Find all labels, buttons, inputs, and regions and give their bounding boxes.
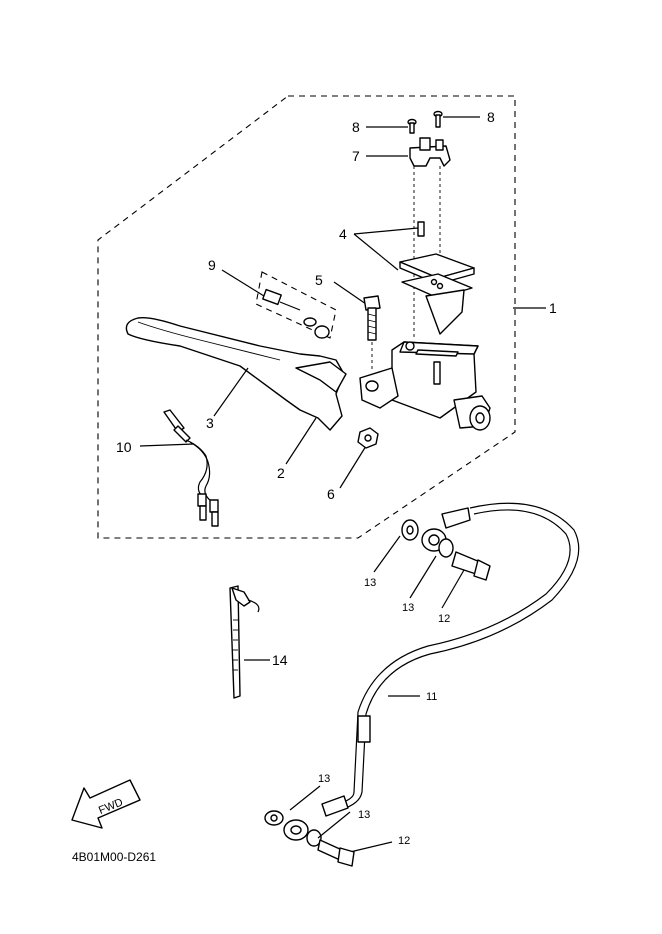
cable-band-part-14 xyxy=(229,585,270,699)
banjo-washers-upper-part-13 xyxy=(373,519,454,599)
brake-lever-part-2 xyxy=(125,316,347,465)
callout-4: 4 xyxy=(339,226,347,242)
callout-13-upper-a: 13 xyxy=(364,577,376,589)
assembly-boundary-dashed xyxy=(97,95,516,539)
callout-labels: 1 2 3 4 5 6 7 8 8 9 10 11 12 12 13 13 13… xyxy=(116,109,557,847)
callout-8-right: 8 xyxy=(487,109,495,125)
callout-7: 7 xyxy=(352,148,360,164)
banjo-washers-lower-part-13 xyxy=(264,785,351,847)
pivot-bolt-part-5 xyxy=(333,281,381,372)
pointer-part-3 xyxy=(213,367,249,417)
diagram-code: 4B01M00-D261 xyxy=(72,850,157,864)
callout-5: 5 xyxy=(315,272,323,288)
holder-part-7 xyxy=(366,137,451,340)
pin-spring-part-9 xyxy=(221,269,337,339)
master-cylinder-part-1 xyxy=(359,307,546,431)
callout-6: 6 xyxy=(327,486,335,502)
callout-11: 11 xyxy=(426,691,437,703)
reservoir-cap-part-4 xyxy=(353,221,475,335)
callout-2: 2 xyxy=(277,465,285,481)
brake-switch-part-10 xyxy=(139,409,219,527)
callout-14: 14 xyxy=(272,652,288,668)
callout-9: 9 xyxy=(208,257,216,273)
callout-3: 3 xyxy=(206,415,214,431)
banjo-bolt-upper-part-12 xyxy=(441,551,491,609)
callout-1: 1 xyxy=(549,300,557,316)
callout-10: 10 xyxy=(116,439,132,455)
fwd-direction-arrow: FWD xyxy=(71,779,141,829)
screw-part-8-right xyxy=(433,110,480,128)
nut-part-6 xyxy=(339,427,379,489)
callout-12-upper: 12 xyxy=(438,613,450,625)
brake-hose-part-11 xyxy=(321,502,580,817)
callout-13-lower-a: 13 xyxy=(318,773,330,785)
callout-13-upper-b: 13 xyxy=(402,602,414,614)
callout-12-lower: 12 xyxy=(398,835,410,847)
callout-13-lower-b: 13 xyxy=(358,809,370,821)
callout-8-left: 8 xyxy=(352,119,360,135)
banjo-bolt-lower-part-12 xyxy=(317,839,393,867)
screw-part-8-left xyxy=(366,118,417,134)
